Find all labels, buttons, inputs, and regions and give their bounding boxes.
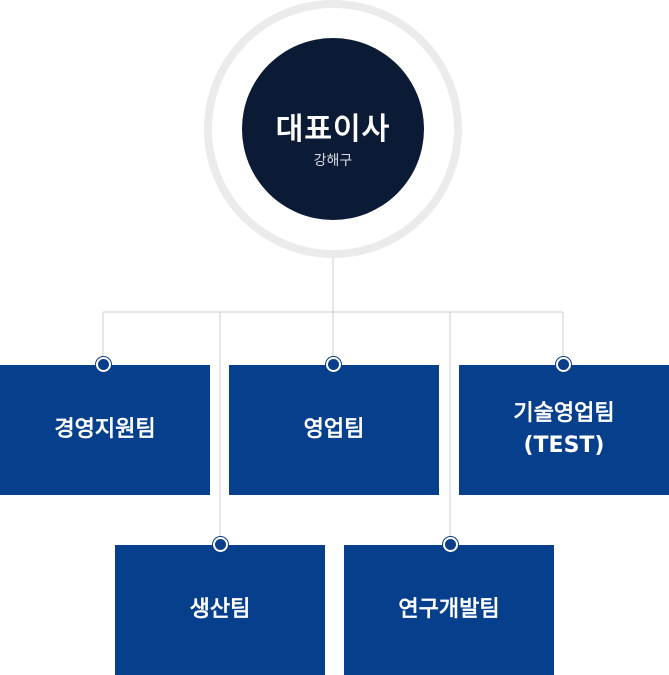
team-box-management: 경영지원팀 — [0, 365, 210, 495]
connector-dot-tech-sales — [556, 357, 571, 372]
connector-dot-production — [213, 537, 228, 552]
connector-dot-sales — [326, 357, 341, 372]
team-box-rnd: 연구개발팀 — [344, 545, 554, 675]
ceo-node: 대표이사 강해구 — [242, 38, 424, 220]
team-box-production: 생산팀 — [115, 545, 325, 675]
team-box-tech-sales: 기술영업팀 (TEST) — [459, 365, 669, 495]
team-box-sales: 영업팀 — [229, 365, 439, 495]
ceo-name: 강해구 — [313, 153, 353, 169]
connector-dot-rnd — [443, 537, 458, 552]
ceo-title: 대표이사 — [275, 112, 391, 147]
connector-dot-management — [96, 357, 111, 372]
